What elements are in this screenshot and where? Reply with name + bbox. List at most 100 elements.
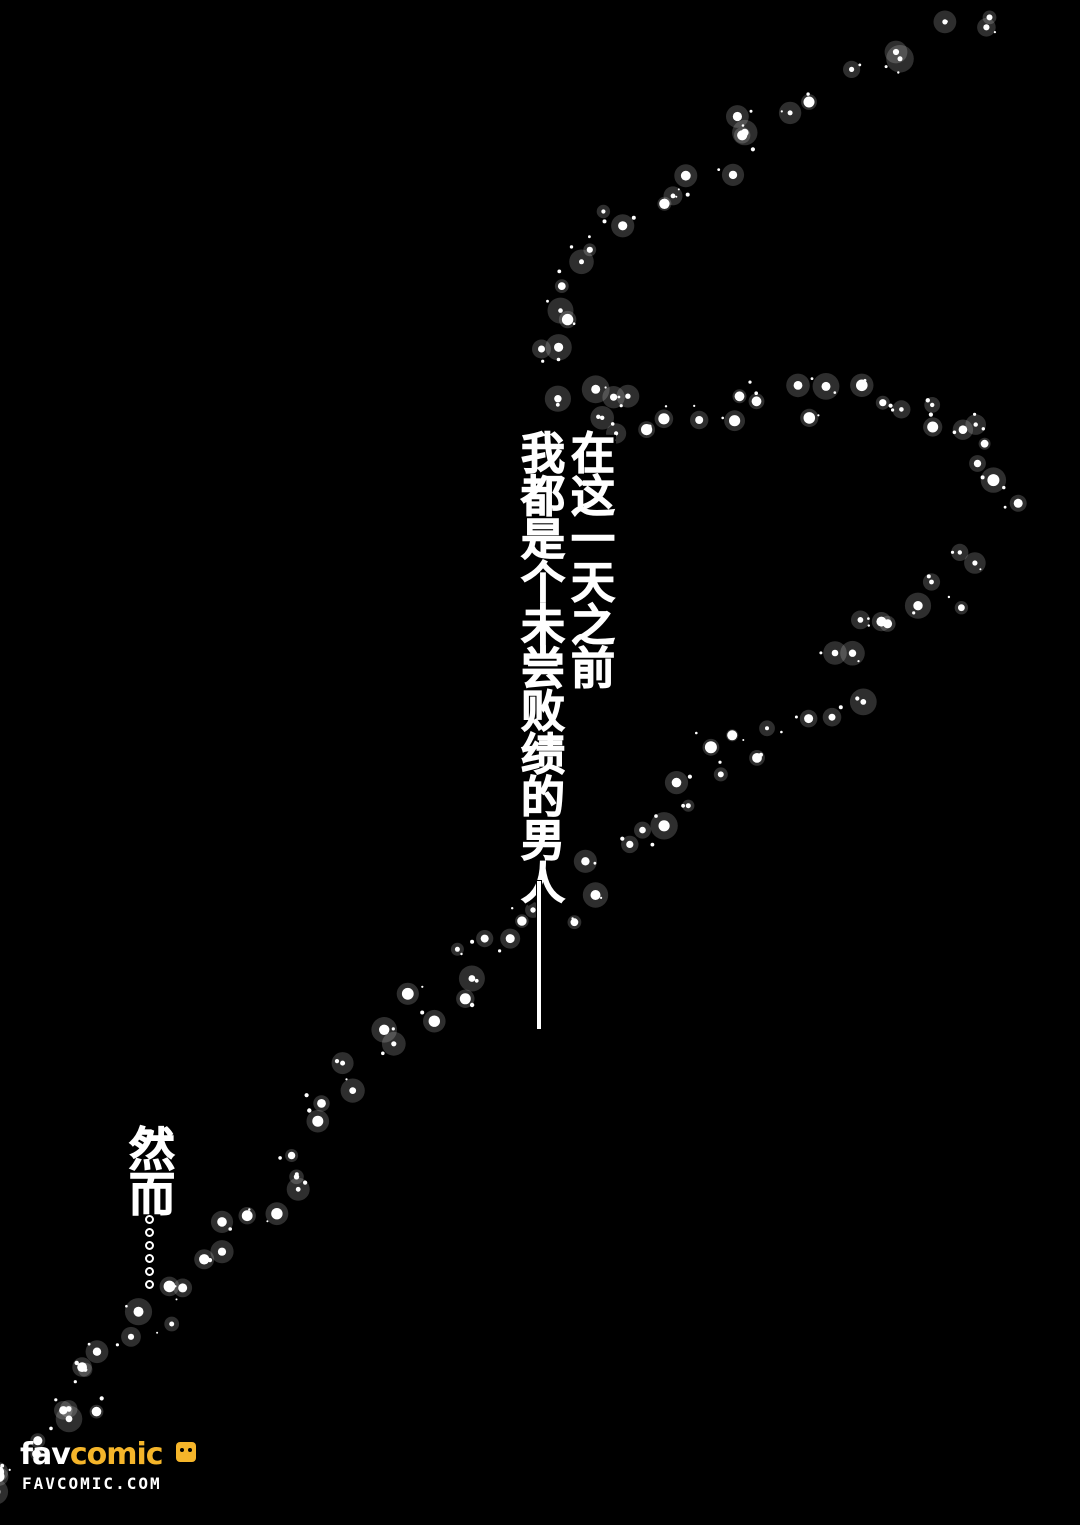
sparkle-speck — [602, 219, 607, 224]
sparkle — [217, 1217, 227, 1227]
sparkle — [670, 193, 676, 199]
sparkle-speck — [973, 412, 977, 416]
sparkle-speck — [855, 696, 860, 701]
sparkle-speck — [780, 110, 783, 113]
sparkle-speck — [470, 939, 475, 944]
sparkle-speck — [555, 402, 560, 407]
sparkle — [349, 1087, 357, 1094]
sparkle — [317, 1099, 326, 1108]
sparkle — [169, 1321, 175, 1327]
sparkle — [973, 459, 982, 468]
sparkle — [133, 1306, 144, 1317]
sparkle-speck — [884, 65, 888, 69]
sparkle — [32, 1449, 41, 1459]
sparkle — [59, 1406, 68, 1415]
sparkle — [986, 14, 993, 21]
watermark-logo-fav: fav — [20, 1437, 71, 1472]
sparkle — [787, 110, 793, 116]
sparkle-speck — [619, 404, 623, 408]
sparkle-speck — [303, 1180, 308, 1185]
sparkle-speck — [687, 774, 693, 779]
sparkle-speck — [867, 624, 870, 627]
sparkle-speck — [794, 715, 798, 719]
sparkle — [728, 170, 738, 180]
sparkle — [91, 1406, 102, 1417]
sparkle — [77, 1362, 87, 1372]
sparkle-speck — [838, 705, 843, 710]
sparkle — [468, 975, 476, 982]
sparkle-speck — [981, 427, 985, 431]
sparkle — [793, 381, 803, 390]
sparkle-speck — [721, 416, 724, 420]
sparkle-speck — [546, 299, 549, 303]
sparkle-speck — [647, 424, 652, 429]
sparkle-glow — [0, 1479, 9, 1504]
sparkle-speck — [557, 269, 562, 274]
sparkle-speck — [748, 380, 752, 384]
sparkle — [127, 1333, 135, 1340]
sparkle-speck — [858, 63, 862, 67]
sparkle — [590, 890, 601, 900]
sparkle-speck — [947, 595, 951, 599]
sparkle-speck — [749, 109, 753, 113]
sparkle — [287, 1151, 296, 1160]
sparkle-speck — [617, 395, 621, 399]
sparkle-speck — [228, 1227, 232, 1231]
sparkle-speck — [73, 1380, 77, 1384]
sparkle — [980, 439, 989, 448]
sparkle — [428, 1015, 440, 1027]
sparkle-speck — [571, 917, 574, 920]
sparkle — [717, 771, 724, 778]
sparkle — [241, 1210, 253, 1222]
sparkle — [849, 66, 855, 72]
sparkle-speck — [650, 842, 655, 847]
sparkle — [704, 741, 717, 754]
sparkle-speck — [993, 30, 997, 34]
sparkle — [558, 308, 563, 313]
sparkle-speck — [806, 92, 810, 96]
sparkle — [671, 777, 682, 788]
sparkle-speck — [980, 475, 985, 480]
watermark-logo: favcomic — [20, 1437, 164, 1472]
sparkle — [856, 379, 868, 392]
sparkle-speck — [511, 907, 514, 910]
sparkle — [340, 1060, 346, 1066]
sparkle-speck — [334, 1059, 340, 1064]
sparkle-speck — [681, 803, 685, 808]
sparkle-speck — [817, 414, 820, 417]
sparkle — [892, 48, 900, 56]
sparkle — [626, 840, 634, 849]
sparkle-speck — [294, 1172, 299, 1177]
sparkle-speck — [74, 1360, 79, 1366]
sparkle — [821, 381, 831, 391]
sparkle-speck — [474, 978, 479, 983]
sparkle — [625, 393, 631, 399]
sparkle-speck — [717, 168, 721, 172]
sparkle — [897, 56, 903, 62]
sparkle — [391, 1041, 397, 1047]
sparkle — [734, 391, 745, 402]
sparkle — [658, 413, 670, 425]
sparkle — [876, 616, 887, 627]
sparkle-speck — [469, 1002, 475, 1008]
sparkle-speck — [266, 1220, 269, 1223]
sparkle-speck — [693, 404, 696, 407]
sparkle-speck — [928, 412, 934, 417]
sparkle — [199, 1254, 210, 1265]
watermark-url: FAVCOMIC.COM — [22, 1474, 162, 1493]
sparkle-speck — [593, 861, 597, 865]
sparkle-speck — [596, 414, 601, 419]
sparkle — [831, 649, 839, 657]
sparkle-speck — [810, 377, 814, 380]
sparkle — [658, 820, 670, 832]
sparkle-speck — [945, 20, 948, 23]
em-dash-line — [536, 880, 542, 1030]
sparkle-speck — [521, 898, 524, 902]
sparkle — [217, 1247, 227, 1256]
sparkle — [983, 24, 990, 31]
sparkle-speck — [819, 651, 823, 655]
sparkle — [958, 604, 965, 612]
sparkle-speck — [604, 386, 607, 389]
sparkle-speck — [304, 1093, 309, 1098]
sparkle-speck — [741, 124, 745, 127]
